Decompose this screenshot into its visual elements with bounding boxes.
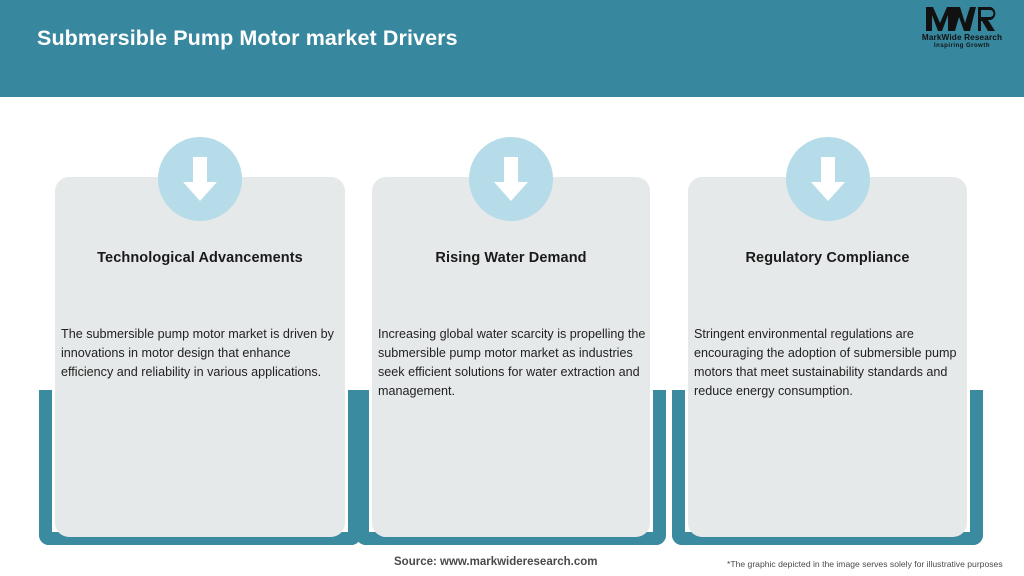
card-heading: Regulatory Compliance <box>745 250 910 266</box>
logo-tagline: Inspiring Growth <box>934 42 990 49</box>
card-description: The submersible pump motor market is dri… <box>61 327 334 379</box>
brand-logo: MarkWide Research Inspiring Growth <box>916 6 1008 54</box>
disclaimer-note: *The graphic depicted in the image serve… <box>727 559 1003 569</box>
logo-company-name: MarkWide Research <box>921 33 1003 42</box>
drivers-card-area: Technological Advancements The submersib… <box>0 97 1024 549</box>
driver-card-3[interactable]: Regulatory Compliance Stringent environm… <box>672 97 983 549</box>
driver-card-1[interactable]: Technological Advancements The submersib… <box>39 97 361 549</box>
card-description: Increasing global water scarcity is prop… <box>378 327 646 398</box>
card-description: Stringent environmental regulations are … <box>694 327 957 398</box>
page-title: Submersible Pump Motor market Drivers <box>37 26 458 50</box>
mwr-logo-icon <box>926 6 998 32</box>
arrow-down-icon <box>469 137 553 221</box>
card-surface <box>55 177 345 537</box>
header-bar <box>0 0 1024 97</box>
card-surface <box>372 177 650 537</box>
card-heading: Rising Water Demand <box>435 250 587 266</box>
card-heading: Technological Advancements <box>97 250 303 266</box>
driver-card-2[interactable]: Rising Water Demand Increasing global wa… <box>356 97 666 549</box>
source-note: Source: www.markwideresearch.com <box>394 556 598 568</box>
arrow-down-icon <box>785 137 870 221</box>
arrow-down-icon <box>158 137 242 221</box>
card-surface <box>688 177 967 537</box>
